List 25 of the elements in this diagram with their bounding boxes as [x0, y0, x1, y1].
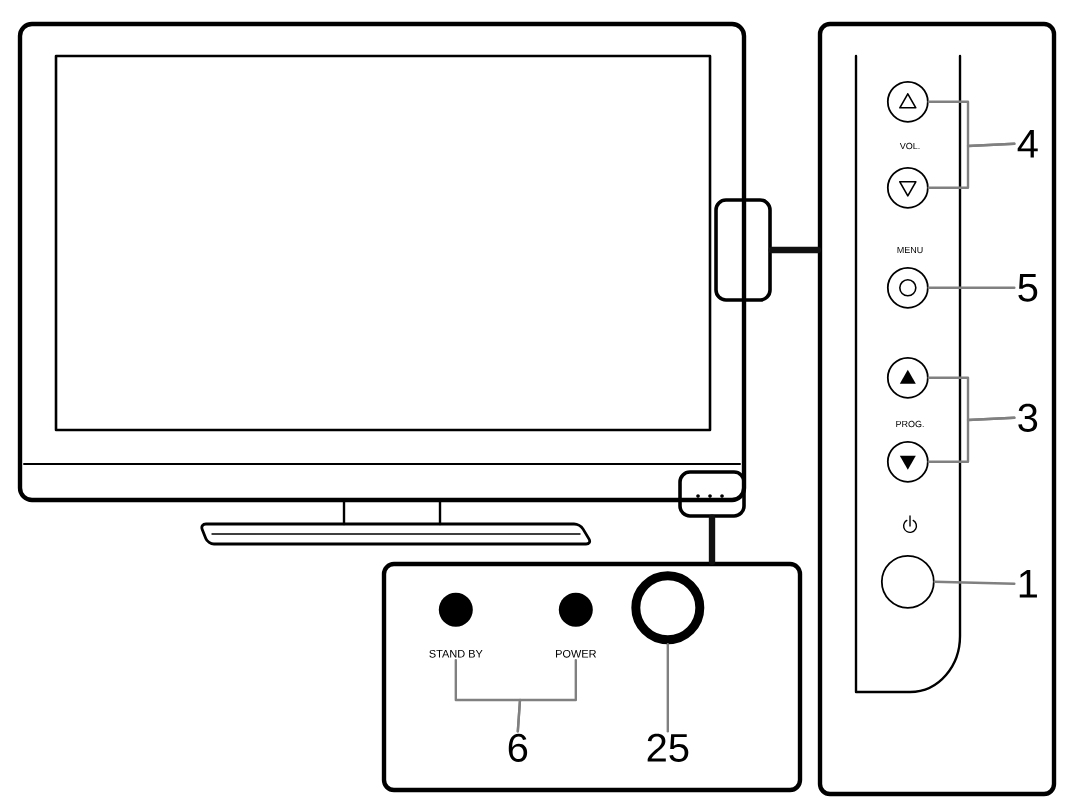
callout-number: 3 [1018, 403, 1038, 432]
callout-frame [678, 470, 746, 518]
callout-number: 6 [508, 733, 528, 762]
power-button [880, 554, 935, 609]
leader-line [516, 658, 577, 733]
sensor-ring [631, 571, 705, 645]
callout-number: 25 [647, 733, 689, 762]
channel-up-button [886, 356, 929, 399]
leader-line [927, 286, 1016, 289]
callout-number: 1 [1019, 570, 1037, 598]
callout-frame [714, 198, 772, 302]
callout-number: 4 [1017, 130, 1038, 158]
leader-line [666, 643, 669, 733]
volume-down-button [886, 166, 929, 209]
connector-line [708, 514, 716, 565]
control-panel [817, 21, 1057, 797]
channel-down-button [886, 440, 929, 483]
volume-up-button [886, 80, 929, 123]
menu-button [886, 266, 929, 309]
front-panel [381, 561, 803, 793]
leader-line [927, 142, 1016, 189]
leader-line [933, 580, 1016, 585]
callout-number: 5 [1018, 273, 1038, 302]
connector-line [768, 246, 821, 254]
leader-line [927, 416, 1016, 463]
